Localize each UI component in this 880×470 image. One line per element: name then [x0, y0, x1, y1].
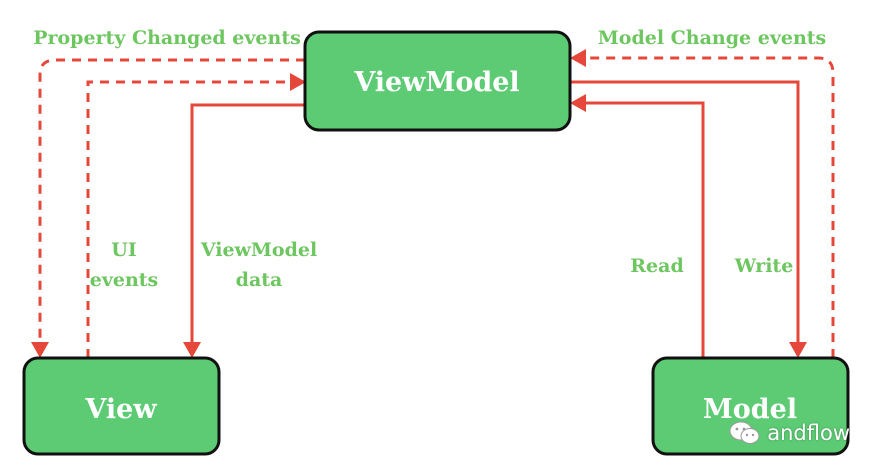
label-ui-events-line1: UI [111, 239, 137, 261]
label-write: Write [734, 255, 794, 277]
node-viewmodel: ViewModel [303, 30, 572, 132]
edges [31, 49, 835, 358]
wechat-icon [729, 421, 760, 444]
watermark-text: andflow [767, 421, 850, 445]
label-property-changed: Property Changed events [33, 27, 301, 49]
node-viewmodel-label: ViewModel [353, 67, 519, 98]
edge-viewmodel-data-arrowhead [183, 342, 201, 358]
label-viewmodel-data-line1: ViewModel [200, 239, 317, 261]
edge-labels: Property Changed events Model Change eve… [33, 27, 826, 291]
edge-viewmodel-data [190, 103, 305, 345]
node-model-label: Model [703, 394, 797, 425]
edge-model-change-arrowhead [570, 49, 586, 67]
edge-ui-events [86, 80, 292, 358]
node-model: Model [651, 356, 850, 456]
edge-write [570, 80, 800, 345]
node-viewmodel-box [303, 30, 572, 132]
edge-property-changed-arrowhead [31, 342, 49, 358]
edge-read-arrowhead [570, 94, 586, 112]
label-viewmodel-data-line2: data [236, 269, 283, 291]
edge-read [584, 101, 705, 358]
label-read: Read [630, 255, 683, 277]
edge-model-change [584, 56, 835, 358]
node-model-box [651, 356, 850, 456]
node-view-label: View [84, 394, 157, 425]
label-ui-events-line2: events [90, 269, 159, 291]
node-view: View [22, 356, 221, 456]
edge-write-arrowhead [789, 342, 807, 358]
edge-ui-events-arrowhead [290, 73, 306, 91]
node-view-box [22, 356, 221, 456]
label-model-change: Model Change events [598, 27, 826, 49]
edge-property-changed [38, 58, 305, 345]
watermark: andflow [729, 420, 850, 446]
